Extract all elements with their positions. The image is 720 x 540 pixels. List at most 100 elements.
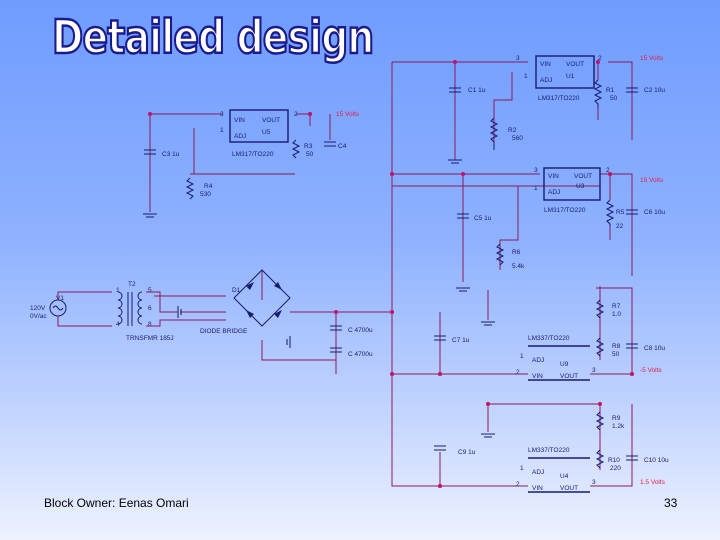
svg-text:R9: R9 xyxy=(612,415,621,422)
regulator-u4: LM337/TO220 1 ADJ U4 2 VIN VOUT 3 xyxy=(516,447,596,493)
svg-text:ADJ: ADJ xyxy=(548,189,560,196)
svg-text:C10 10u: C10 10u xyxy=(644,457,669,464)
svg-text:C1 1u: C1 1u xyxy=(468,87,486,94)
svg-text:R1: R1 xyxy=(606,87,615,94)
svg-text:VIN: VIN xyxy=(532,373,543,380)
capacitor-c7: C7 1u xyxy=(434,335,470,344)
u1-pin-1: 1 xyxy=(524,73,528,80)
svg-text:C6 10u: C6 10u xyxy=(644,209,665,216)
capacitor-c6: C6 10u xyxy=(626,209,665,216)
resistor-r3: R3 50 xyxy=(291,139,314,159)
svg-text:VOUT: VOUT xyxy=(560,373,578,380)
resistor-r5: R5 22 xyxy=(605,199,625,230)
u1-vin: VIN xyxy=(540,61,551,68)
svg-text:C3 1u: C3 1u xyxy=(162,151,180,158)
capacitor-c4700-a: C 4700u xyxy=(330,325,373,334)
svg-text:ADJ: ADJ xyxy=(234,133,246,140)
svg-text:TRNSFMR 185J: TRNSFMR 185J xyxy=(126,335,174,342)
svg-text:1: 1 xyxy=(520,353,524,360)
ground-symbol-3 xyxy=(456,287,470,292)
svg-text:VIN: VIN xyxy=(548,173,559,180)
resistor-r10: R10 220 xyxy=(595,449,621,472)
wires xyxy=(149,61,633,487)
svg-text:VIN: VIN xyxy=(532,485,543,492)
svg-text:4: 4 xyxy=(116,321,120,328)
svg-text:C2 10u: C2 10u xyxy=(644,87,665,94)
ground-symbol-4 xyxy=(177,306,182,318)
svg-text:C9 1u: C9 1u xyxy=(458,449,476,456)
svg-text:DIODE BRIDGE: DIODE BRIDGE xyxy=(200,328,248,335)
capacitor-c10: C10 10u xyxy=(626,455,669,464)
capacitor-c3: C3 1u xyxy=(144,149,180,158)
voltage-mid-right: 15 Volts xyxy=(640,177,664,184)
u1-ref: U1 xyxy=(566,73,575,80)
svg-text:T2: T2 xyxy=(128,281,136,288)
resistor-r1: R1 50 xyxy=(593,79,618,108)
voltage-top-right: 15 Volts xyxy=(640,55,664,62)
svg-text:V1: V1 xyxy=(56,295,64,302)
resistor-r2: R2 560 xyxy=(489,117,523,150)
svg-text:D1: D1 xyxy=(232,287,241,294)
svg-text:R6: R6 xyxy=(512,249,521,256)
svg-text:1: 1 xyxy=(534,185,538,192)
ground-symbol-2 xyxy=(143,213,157,218)
page-number: 33 xyxy=(664,496,678,510)
ground-symbol-1 xyxy=(448,159,462,164)
svg-text:0V/ac: 0V/ac xyxy=(30,313,47,320)
svg-text:U4: U4 xyxy=(560,473,569,480)
svg-text:2: 2 xyxy=(516,369,520,376)
svg-text:2: 2 xyxy=(516,481,520,488)
u1-pin-3: 3 xyxy=(516,55,520,62)
svg-text:C8 10u: C8 10u xyxy=(644,345,665,352)
svg-text:1: 1 xyxy=(116,287,120,294)
block-owner-label: Block Owner: Eenas Omari xyxy=(44,496,189,510)
resistor-r4: R4 530 xyxy=(185,177,213,200)
voltage-mid-left: 15 Volts xyxy=(336,111,360,118)
voltage-negative-mid: -5 Volts xyxy=(640,367,662,374)
svg-text:6: 6 xyxy=(148,305,152,312)
svg-text:1.0: 1.0 xyxy=(612,311,621,318)
u1-pin-2: 2 xyxy=(598,55,602,62)
u1-adj: ADJ xyxy=(540,77,552,84)
capacitor-c2: C2 10u xyxy=(626,87,665,94)
svg-text:5.4k: 5.4k xyxy=(512,263,525,270)
svg-text:2: 2 xyxy=(294,111,298,118)
svg-text:3: 3 xyxy=(592,479,596,486)
capacitor-c9: C9 1u xyxy=(434,445,476,456)
svg-text:R4: R4 xyxy=(204,183,213,190)
svg-text:ADJ: ADJ xyxy=(532,469,544,476)
regulator-u5: 3 2 1 VIN VOUT ADJ U5 LM317/TO220 xyxy=(220,109,298,158)
svg-text:U5: U5 xyxy=(262,129,271,136)
voltage-negative-low: 1.5 Volts xyxy=(640,479,666,486)
svg-text:5: 5 xyxy=(148,287,152,294)
svg-text:50: 50 xyxy=(610,95,618,102)
svg-text:3: 3 xyxy=(220,111,224,118)
diode-bridge-d1: D1 DIODE BRIDGE xyxy=(200,269,291,335)
regulator-u9: LM337/TO220 1 ADJ U9 2 VIN VOUT 3 xyxy=(516,335,596,381)
svg-text:50: 50 xyxy=(306,151,314,158)
svg-text:VOUT: VOUT xyxy=(574,173,592,180)
resistor-r7: R7 1.0 xyxy=(595,299,621,319)
capacitor-c4: C4 xyxy=(324,141,347,150)
ground-symbol-7 xyxy=(481,433,495,438)
svg-text:C 4700u: C 4700u xyxy=(348,327,373,334)
svg-text:8: 8 xyxy=(148,321,152,328)
svg-text:22: 22 xyxy=(616,223,624,230)
u1-vout: VOUT xyxy=(566,61,584,68)
svg-text:120V: 120V xyxy=(30,305,46,312)
svg-text:R3: R3 xyxy=(304,143,313,150)
svg-text:220: 220 xyxy=(610,465,621,472)
svg-text:VOUT: VOUT xyxy=(262,117,280,124)
svg-text:VIN: VIN xyxy=(234,117,245,124)
junction-nodes xyxy=(148,60,634,488)
svg-text:LM337/TO220: LM337/TO220 xyxy=(528,447,570,454)
svg-text:C5 1u: C5 1u xyxy=(474,215,492,222)
svg-text:2: 2 xyxy=(606,167,610,174)
svg-text:U9: U9 xyxy=(560,361,569,368)
svg-text:U3: U3 xyxy=(576,183,585,190)
svg-text:ADJ: ADJ xyxy=(532,357,544,364)
capacitor-c4700-b: C 4700u xyxy=(330,347,373,358)
resistor-r8: R8 50 xyxy=(595,337,621,358)
regulator-u1: 3 2 1 VIN VOUT ADJ U1 LM317/TO220 xyxy=(516,55,602,102)
